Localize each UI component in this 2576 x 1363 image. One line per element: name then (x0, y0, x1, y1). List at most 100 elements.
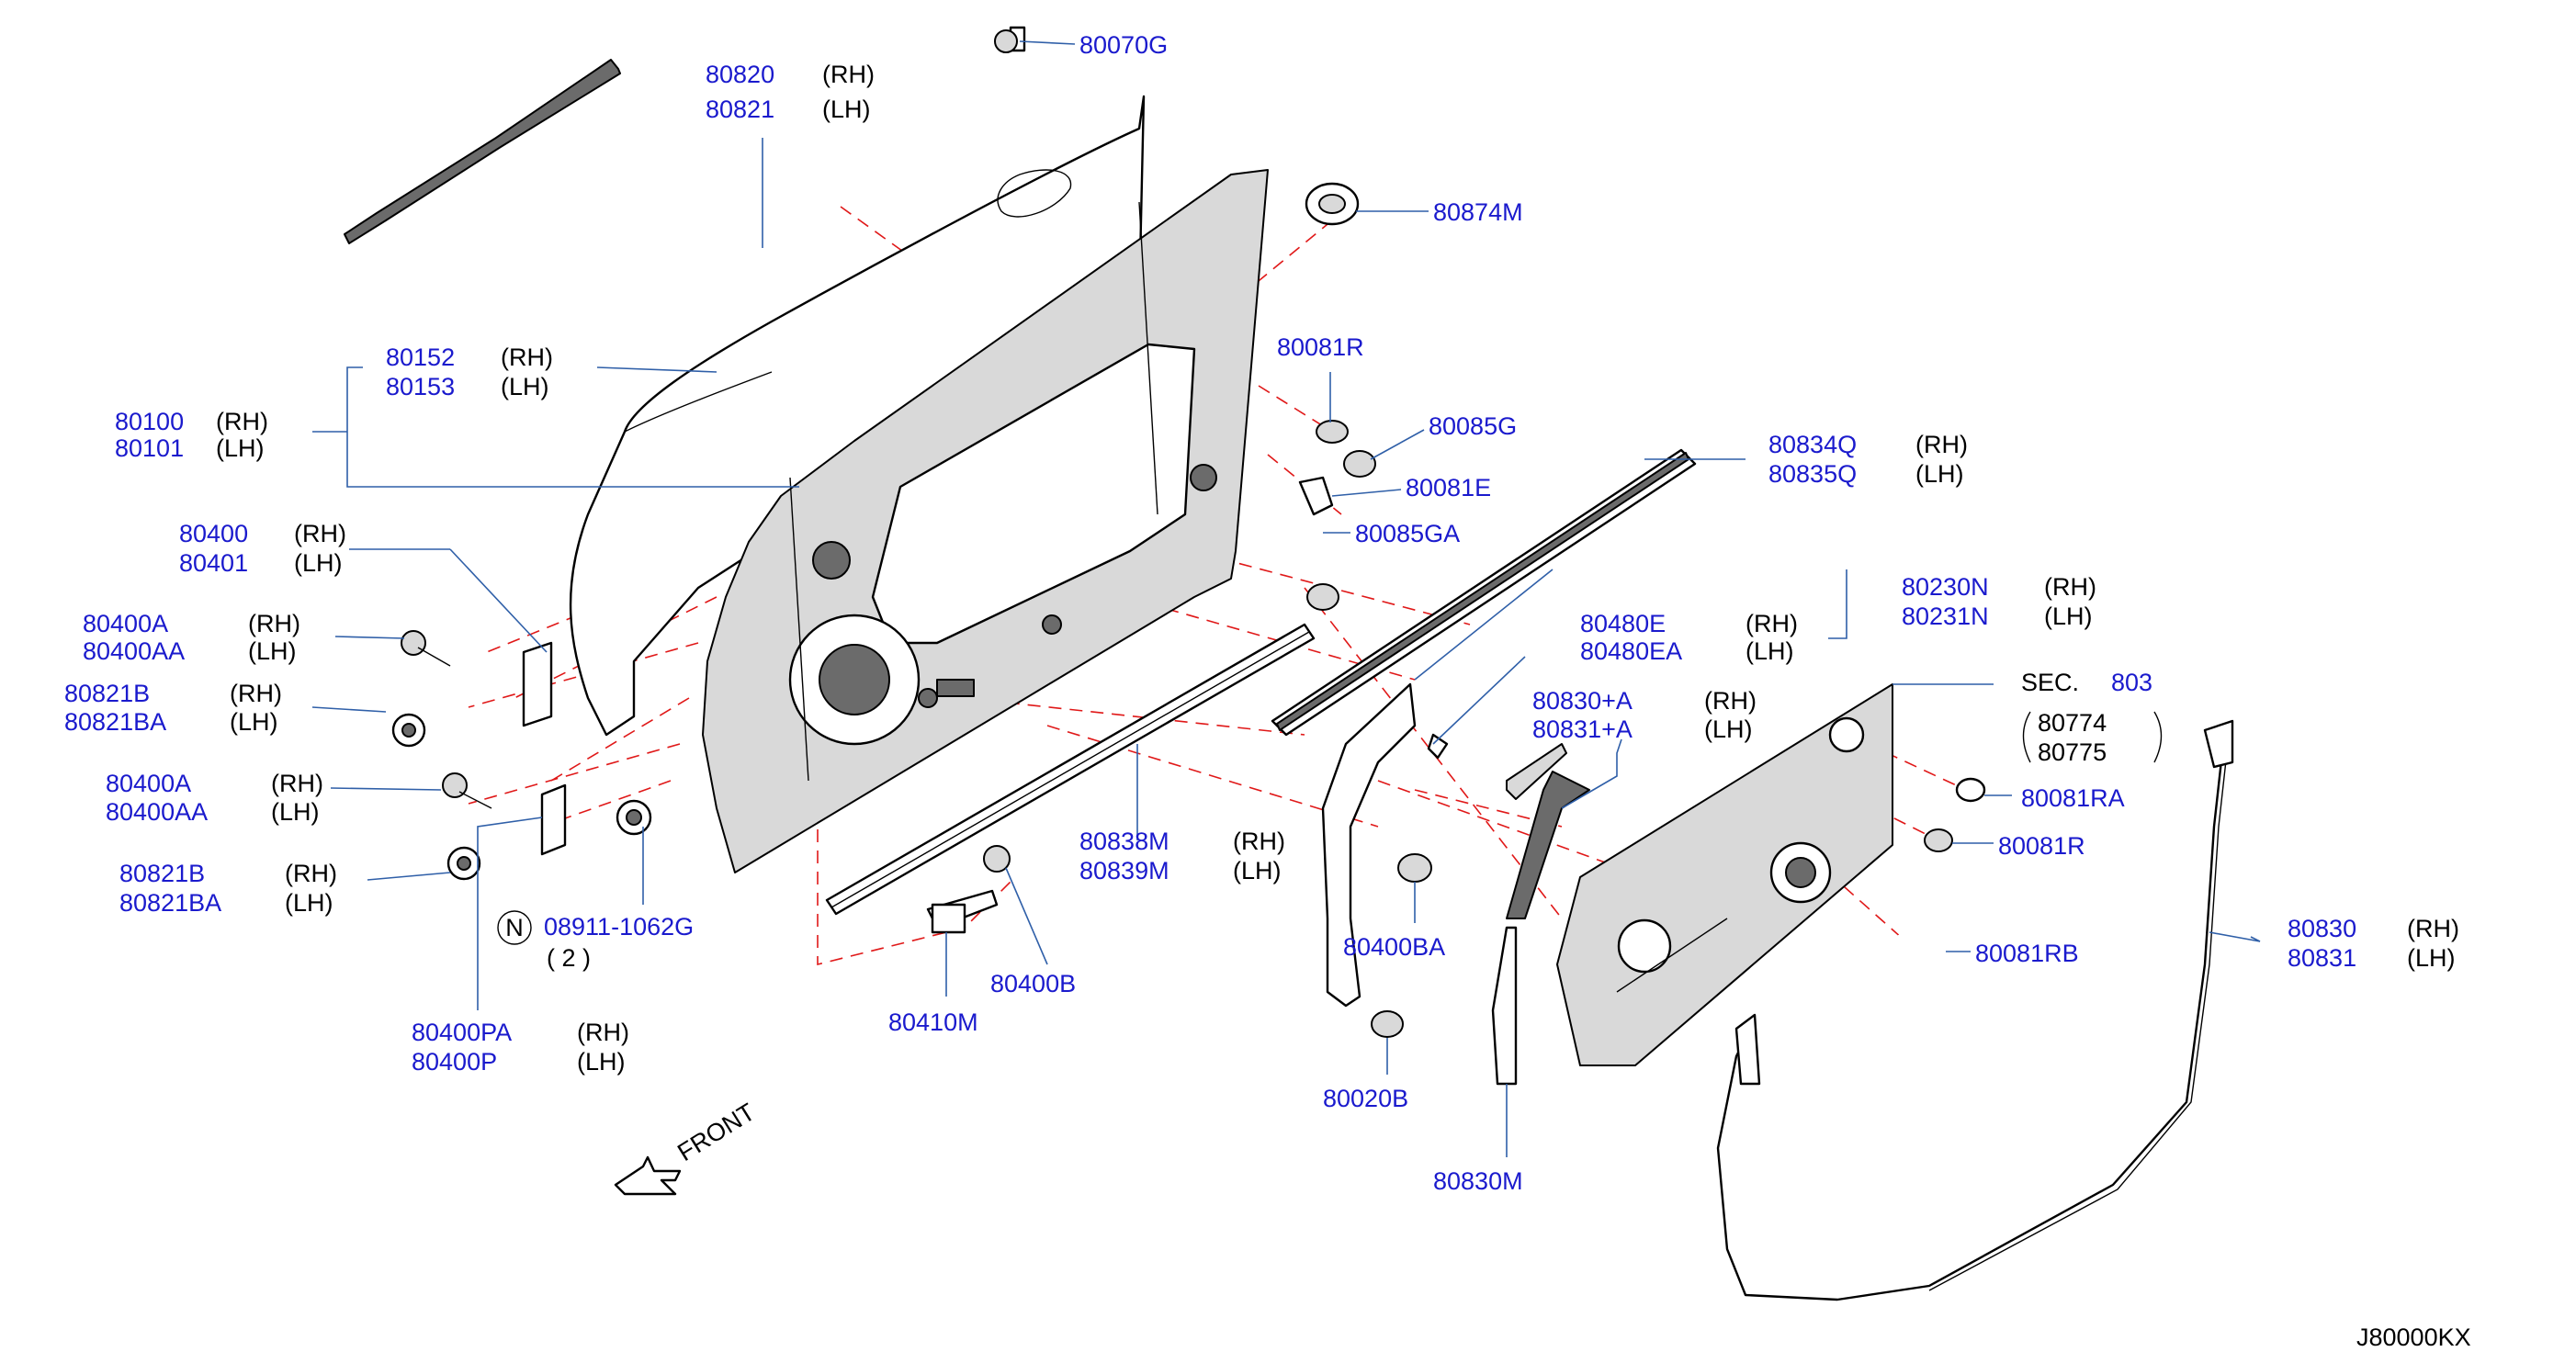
part-number[interactable]: 80081R (1998, 832, 2085, 860)
side-lh: (LH) (2044, 603, 2093, 630)
part-number-rh[interactable]: 80821B (64, 680, 150, 707)
part-number-lh[interactable]: 80401 (179, 549, 248, 577)
part-number-rh[interactable]: 80834Q (1768, 431, 1857, 458)
side-rh: (RH) (285, 860, 337, 887)
part-number-lh[interactable]: 80839M (1079, 857, 1169, 884)
callout-80085G: 80085G (1429, 412, 1517, 440)
callout-80230N: 80230N (RH) 80231N (LH) (1902, 573, 2096, 630)
part-number[interactable]: 80085G (1429, 412, 1517, 440)
side-lh: (LH) (294, 549, 343, 577)
part-number[interactable]: 80400B (990, 970, 1076, 997)
callout-80821B-upper: 80821B (RH) 80821BA (LH) (64, 680, 282, 736)
part-number[interactable]: 80410M (888, 1008, 978, 1036)
callout-80821B-lower: 80821B (RH) 80821BA (LH) (119, 860, 337, 917)
section-label: SEC. (2021, 669, 2079, 696)
callout-80070G: 80070G (1079, 31, 1168, 59)
outer-weatherstrip (344, 26, 1026, 244)
part-number-lh[interactable]: 80101 (115, 434, 184, 462)
side-lh: (LH) (501, 373, 549, 400)
part-number[interactable]: 80081RA (2021, 784, 2125, 812)
part-number-lh[interactable]: 80400AA (83, 637, 185, 665)
hinges-and-bolts-left (391, 630, 652, 881)
section-number[interactable]: 803 (2111, 669, 2152, 696)
callout-80480E: 80480E (RH) 80480EA (LH) (1580, 610, 1798, 665)
part-number-lh[interactable]: 80400AA (106, 798, 208, 826)
side-lh: (LH) (271, 798, 320, 826)
part-number-rh[interactable]: 80400PA (412, 1019, 512, 1046)
lower-molding (825, 623, 1316, 916)
part-number[interactable]: 80830M (1433, 1167, 1523, 1195)
part-number-rh[interactable]: 80400A (106, 770, 191, 797)
side-rh: (RH) (294, 520, 346, 547)
callout-80081RB: 80081RB (1975, 940, 2079, 967)
side-lh: (LH) (577, 1048, 626, 1076)
sash-and-channel (1321, 682, 1590, 1086)
part-number-rh[interactable]: 80820 (706, 61, 774, 88)
side-lh: (LH) (1746, 637, 1794, 665)
section-reference: SEC. 803 80774 80775 (2021, 669, 2163, 766)
part-number[interactable]: 80070G (1079, 31, 1168, 59)
side-rh: (RH) (2044, 573, 2096, 601)
part-number[interactable]: 80085GA (1355, 520, 1460, 547)
part-number-lh[interactable]: 80835Q (1768, 460, 1857, 488)
part-number-lh[interactable]: 80480EA (1580, 637, 1682, 665)
section-part-1: 80774 (2038, 709, 2107, 737)
callout-80400: 80400 (RH) 80401 (LH) (179, 520, 346, 577)
callout-80081R: 80081R (1277, 333, 1364, 361)
part-number-lh[interactable]: 80821 (706, 96, 774, 123)
part-number-lh[interactable]: 80831 (2288, 944, 2356, 972)
part-number-rh[interactable]: 80400A (83, 610, 168, 637)
notation-symbol: N (505, 914, 524, 941)
door-outer-skin (569, 95, 1146, 737)
door-weatherstrip-ring (1716, 719, 2234, 1301)
part-number-lh[interactable]: 80231N (1902, 603, 1989, 630)
side-rh: (RH) (501, 344, 553, 371)
part-number[interactable]: 80020B (1323, 1085, 1408, 1112)
small-caps-right (1298, 420, 1376, 611)
notation-part-number[interactable]: 08911-1062G (544, 913, 694, 941)
callout-80081RA: 80081RA (2021, 784, 2125, 812)
side-lh: (LH) (216, 434, 265, 462)
front-indicator: FRONT (672, 1098, 760, 1166)
leader-lines (311, 40, 2261, 1157)
part-number-rh[interactable]: 80838M (1079, 828, 1169, 855)
part-number-rh[interactable]: 80100 (115, 408, 184, 435)
side-lh: (LH) (822, 96, 871, 123)
part-number-lh[interactable]: 80400P (412, 1048, 497, 1076)
part-number-rh[interactable]: 80830+A (1532, 687, 1633, 715)
part-number-lh[interactable]: 80831+A (1532, 715, 1633, 743)
part-number-rh[interactable]: 80821B (119, 860, 205, 887)
callout-80100: 80100 (RH) 80101 (LH) (115, 408, 268, 462)
side-lh: (LH) (1233, 857, 1282, 884)
part-number-rh[interactable]: 80400 (179, 520, 248, 547)
callout-80874M: 80874M (1433, 198, 1523, 226)
callout-80400A-upper: 80400A (RH) 80400AA (LH) (83, 610, 300, 665)
part-number[interactable]: 80081R (1277, 333, 1364, 361)
side-rh: (RH) (230, 680, 282, 707)
part-number-rh[interactable]: 80230N (1902, 573, 1989, 601)
part-number[interactable]: 80081E (1406, 474, 1491, 501)
diagram-code: J80000KX (2356, 1324, 2471, 1351)
part-number-lh[interactable]: 80153 (386, 373, 455, 400)
part-number[interactable]: 80400BA (1343, 933, 1445, 961)
grommet-80874M (1305, 182, 1360, 226)
side-lh: (LH) (230, 708, 278, 736)
side-rh: (RH) (248, 610, 300, 637)
side-lh: (LH) (248, 637, 297, 665)
section-part-2: 80775 (2038, 738, 2107, 766)
front-label: FRONT (672, 1098, 760, 1166)
door-trim-panel (1556, 683, 1893, 1066)
part-number-lh[interactable]: 80821BA (64, 708, 166, 736)
part-number-rh[interactable]: 80830 (2288, 915, 2356, 942)
side-rh: (RH) (1915, 431, 1968, 458)
door-check-and-nuts (926, 733, 1449, 1038)
part-number[interactable]: 80874M (1433, 198, 1523, 226)
callout-80830M: 80830M (1433, 1167, 1523, 1195)
side-lh: (LH) (1915, 460, 1964, 488)
part-number[interactable]: 80081RB (1975, 940, 2079, 967)
part-number-rh[interactable]: 80480E (1580, 610, 1666, 637)
part-number-rh[interactable]: 80152 (386, 344, 455, 371)
part-number-lh[interactable]: 80821BA (119, 889, 221, 917)
callout-80081R-trim: 80081R (1998, 832, 2085, 860)
